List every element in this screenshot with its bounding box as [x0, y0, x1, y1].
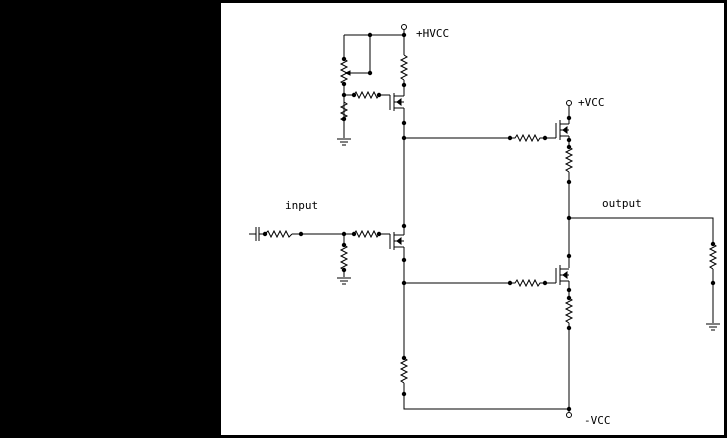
input-bias-resistor — [339, 244, 349, 271]
output-label: output — [602, 197, 642, 210]
gate-resistor-lower — [510, 278, 556, 288]
gate-resistor-top — [353, 90, 380, 100]
vcc-pos-terminal — [566, 100, 572, 106]
ground-symbol-load — [706, 323, 720, 331]
output-load — [569, 217, 720, 331]
circuit-schematic: +HVCC +VCC -VCC input output — [249, 24, 720, 427]
ground-symbol-bias — [337, 138, 351, 146]
source-resistor-lower — [564, 297, 574, 324]
source-resistor-upper — [564, 146, 574, 173]
input-capacitor — [255, 227, 260, 241]
bias-potentiometer — [339, 58, 349, 85]
input-label: input — [285, 199, 318, 212]
input-stage — [249, 227, 390, 285]
mosfet-upper-output — [510, 106, 574, 268]
input-resistor — [264, 229, 293, 239]
vcc-pos-label: +VCC — [578, 96, 605, 109]
schematic-canvas: +HVCC +VCC -VCC input output — [221, 3, 724, 435]
hvcc-label: +HVCC — [416, 27, 449, 40]
vcc-neg-terminal — [566, 412, 572, 418]
mosfet-lower-output — [510, 265, 574, 412]
gate-resistor-upper — [510, 133, 556, 143]
bias-network — [337, 34, 404, 146]
hvcc-terminal — [401, 24, 407, 30]
junction-dots — [262, 32, 716, 412]
tail-resistor — [399, 357, 409, 384]
vcc-neg-label: -VCC — [584, 414, 611, 427]
mosfet-mid — [389, 226, 405, 260]
ground-symbol-input — [337, 277, 351, 285]
mosfet-top — [389, 30, 409, 123]
gate-resistor-mid — [353, 229, 380, 239]
load-resistor — [708, 243, 718, 270]
drain-resistor-top — [399, 54, 409, 81]
